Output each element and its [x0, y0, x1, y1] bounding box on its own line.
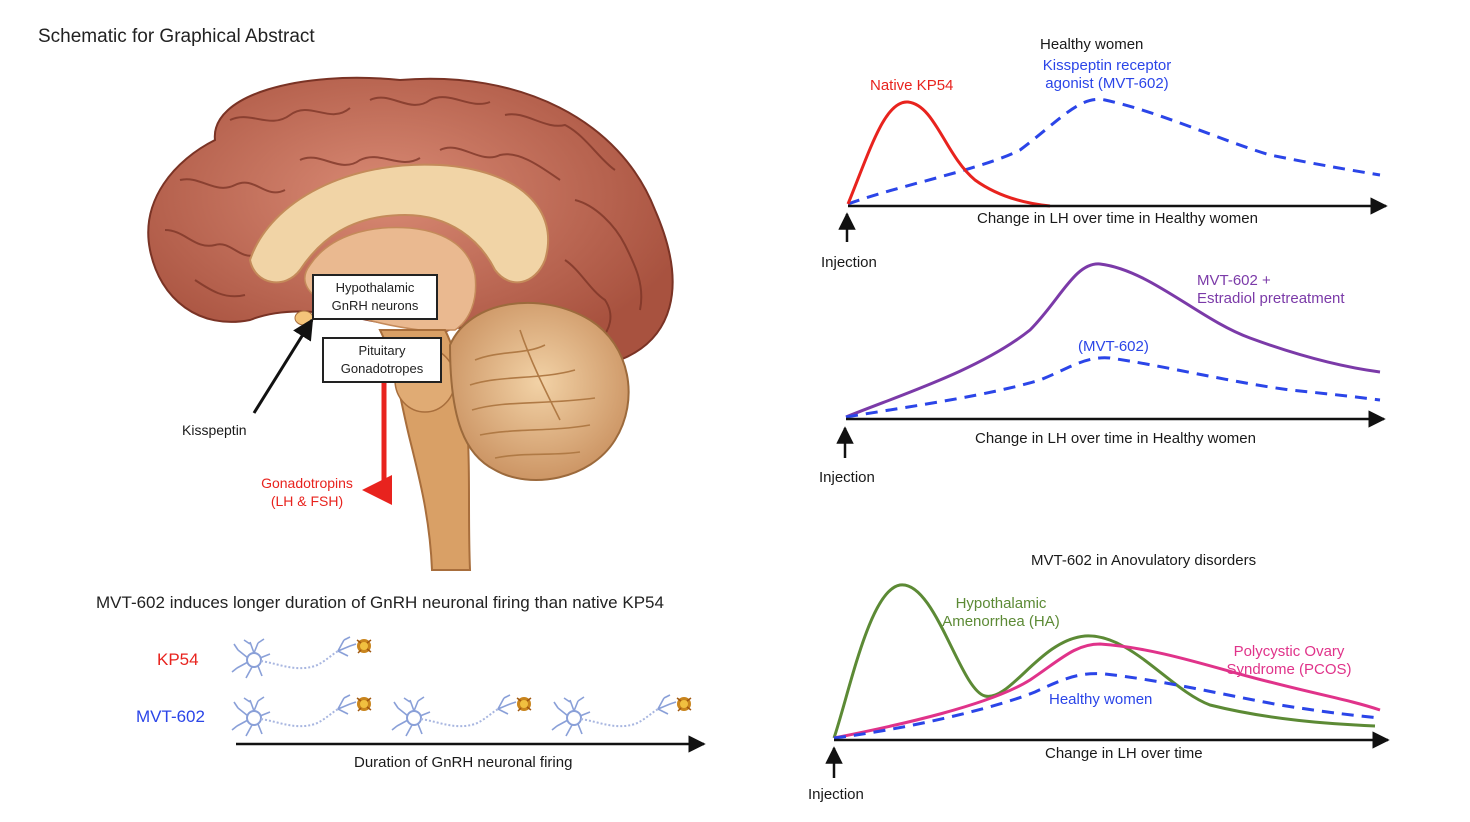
panel2-estradiol-line2: Estradiol pretreatment [1197, 290, 1345, 307]
firing-kp54-row [231, 636, 372, 679]
neuron-mvt-1 [231, 694, 372, 737]
panel1-kp54-curve [846, 100, 1051, 208]
panel2-chart [836, 262, 1386, 458]
firing-title: MVT-602 induces longer duration of GnRH … [96, 593, 664, 612]
panel2-axis-label: Change in LH over time in Healthy women [975, 430, 1256, 447]
panel3-ha-label: Hypothalamic Amenorrhea (HA) [936, 595, 1066, 631]
panel3-injection-label: Injection [808, 786, 864, 803]
hypothalamic-line1: Hypothalamic [335, 280, 415, 295]
panel2-estradiol-curve [845, 262, 1381, 419]
panel1-chart [838, 97, 1388, 242]
neuron-mvt-3 [551, 694, 692, 737]
corpus-callosum [248, 163, 550, 284]
pituitary-line2: Gonadotropes [340, 361, 424, 376]
panel2-estradiol-line1: MVT-602 + [1197, 272, 1271, 289]
panel1-agonist-line2: agonist (MVT-602) [1045, 75, 1169, 92]
page-title: Schematic for Graphical Abstract [38, 26, 315, 47]
kisspeptin-arrow [252, 318, 314, 414]
panel1-agonist-line1: Kisspeptin receptor [1042, 57, 1172, 74]
neuron-mvt-2 [391, 694, 532, 737]
panel3-pcos-line1: Polycystic Ovary [1233, 643, 1345, 660]
panel1-title: Healthy women [1040, 36, 1144, 53]
panel3-healthy-curve [833, 672, 1381, 740]
panel3-title: MVT-602 in Anovulatory disorders [1031, 552, 1257, 569]
panel3-ha-curve [832, 583, 1376, 739]
firing-mvt-row [231, 694, 692, 737]
panel2-mvt602-curve [845, 356, 1381, 419]
pituitary-line1: Pituitary [358, 343, 406, 358]
panel1-axis-label: Change in LH over time in Healthy women [977, 210, 1258, 227]
pituitary-box: Pituitary Gonadotropes [322, 337, 442, 383]
panel1-agonist-label: Kisspeptin receptor agonist (MVT-602) [1036, 57, 1178, 93]
firing-mvt-label: MVT-602 [136, 707, 205, 726]
panel1-native-label: Native KP54 [870, 77, 954, 94]
panel3-chart [825, 583, 1390, 778]
panel1-injection-label: Injection [821, 254, 877, 271]
brain-illustration [147, 76, 674, 571]
panel3-ha-line1: Hypothalamic [955, 595, 1047, 612]
gonadotropins-line2: (LH & FSH) [270, 493, 344, 509]
gonadotropins-label: Gonadotropins (LH & FSH) [248, 474, 366, 510]
panel3-ha-line2: Amenorrhea (HA) [942, 613, 1060, 630]
cerebellum [448, 301, 630, 481]
firing-axis-label: Duration of GnRH neuronal firing [354, 754, 573, 771]
panel3-pcos-line2: Syndrome (PCOS) [1226, 661, 1352, 678]
panel2-injection-label: Injection [819, 469, 875, 486]
cerebellum-folia [469, 329, 596, 459]
panel3-healthy-label: Healthy women [1049, 691, 1153, 708]
gonadotropins-line1: Gonadotropins [261, 475, 353, 491]
hypothalamic-box: Hypothalamic GnRH neurons [312, 274, 438, 320]
panel2-mvt602-label: (MVT-602) [1078, 338, 1149, 355]
panel3-pcos-label: Polycystic Ovary Syndrome (PCOS) [1218, 643, 1360, 679]
panel2-estradiol-label: MVT-602 + Estradiol pretreatment [1197, 272, 1345, 308]
firing-kp54-label: KP54 [157, 650, 199, 669]
panel3-pcos-curve [833, 642, 1381, 740]
panel1-mvt602-curve [847, 97, 1381, 206]
kisspeptin-label: Kisspeptin [182, 422, 247, 438]
panel3-axis-label: Change in LH over time [1045, 745, 1203, 762]
brain-gyri [164, 96, 643, 341]
hypothalamic-line2: GnRH neurons [331, 298, 419, 313]
neuron-kp54-1 [231, 636, 372, 679]
